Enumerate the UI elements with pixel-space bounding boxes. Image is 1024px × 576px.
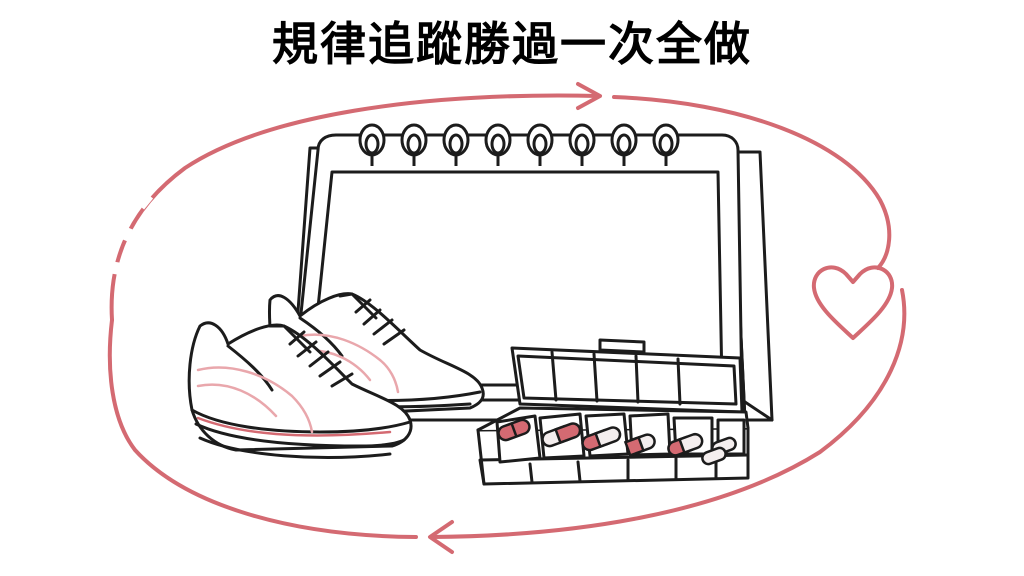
- front-shoe: [187, 321, 413, 459]
- cycle-arrows-icon: [107, 82, 907, 554]
- heart-icon: [811, 265, 895, 340]
- pills: [497, 418, 737, 466]
- calendar-rings: [358, 123, 680, 166]
- page-title: 規律追蹤勝過一次全做: [272, 17, 752, 71]
- running-shoes-icon: [187, 292, 485, 459]
- cycle-gap-marks: [110, 193, 154, 275]
